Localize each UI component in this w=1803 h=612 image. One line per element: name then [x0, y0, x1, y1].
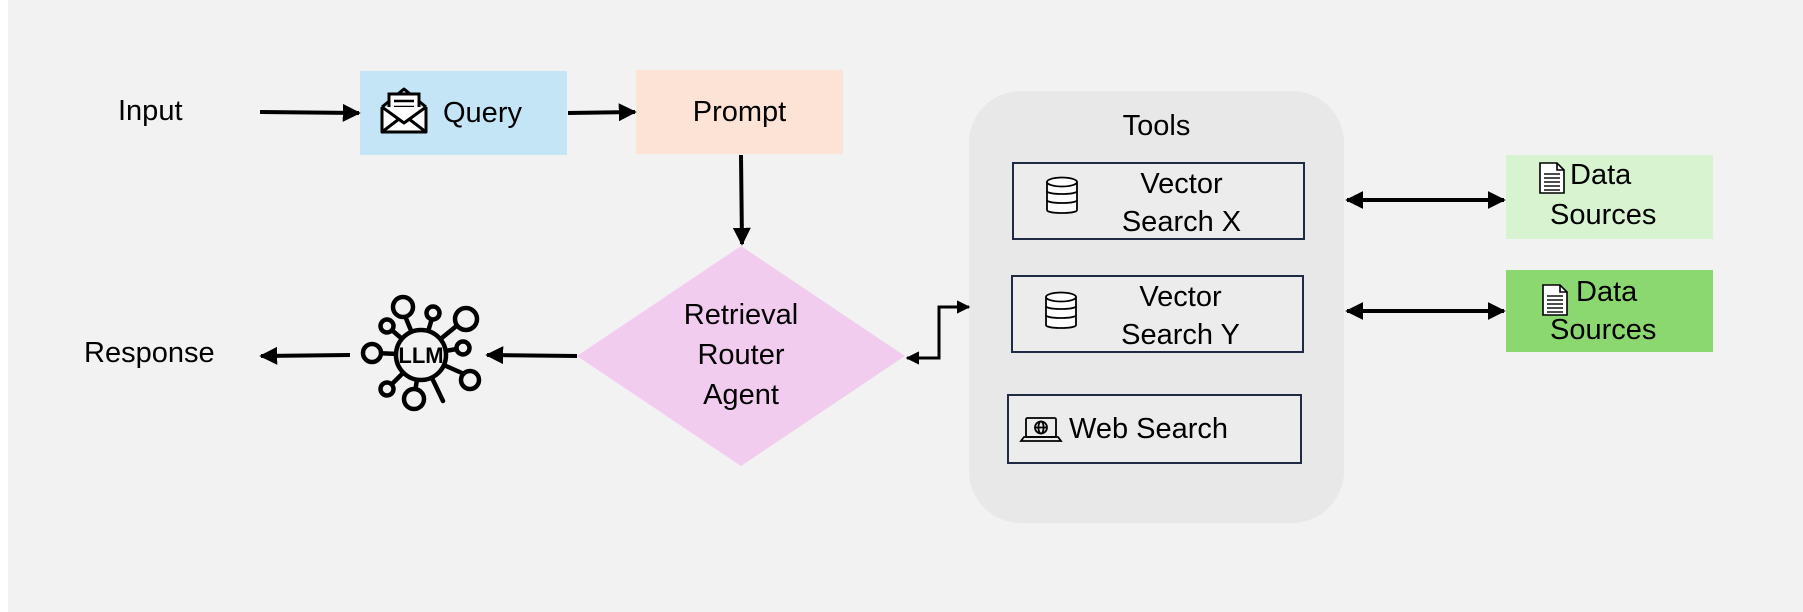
neural-network-icon: LLM — [360, 294, 482, 412]
vector-search-y-label-line1: Vector — [1139, 281, 1222, 313]
tools-title: Tools — [1122, 110, 1191, 142]
database-icon — [1046, 176, 1078, 214]
data-sources-2-label-line1: Data — [1576, 276, 1638, 308]
prompt-label: Prompt — [692, 96, 787, 128]
query-node: Query — [360, 71, 567, 155]
data-sources-1-label-line2: Sources — [1550, 199, 1657, 231]
response-label: Response — [84, 337, 215, 369]
arrow-query-to-prompt — [567, 103, 637, 122]
router-label-line2: Router — [697, 339, 785, 371]
web-search-node: Web Search — [1007, 394, 1302, 464]
document-icon — [1539, 162, 1565, 194]
envelope-letter-icon — [380, 87, 428, 134]
llm-badge-text: LLM — [398, 343, 443, 368]
arrow-router-to-llm — [485, 346, 578, 365]
data-sources-2-label-line2: Sources — [1550, 314, 1657, 346]
vector-search-y-node: Vector Search Y — [1011, 275, 1304, 353]
web-search-label: Web Search — [1069, 413, 1229, 445]
vector-search-x-label-line1: Vector — [1140, 168, 1223, 200]
laptop-globe-icon — [1019, 417, 1063, 442]
data-sources-node-1: Data Sources — [1506, 155, 1713, 239]
vector-search-x-label-line2: Search X — [1121, 206, 1242, 238]
vector-search-x-node: Vector Search X — [1012, 162, 1305, 240]
input-label: Input — [118, 95, 183, 127]
vector-search-y-label-line2: Search Y — [1121, 319, 1240, 351]
document-icon — [1542, 284, 1568, 316]
prompt-node: Prompt — [636, 70, 843, 154]
arrow-input-to-query — [259, 103, 361, 122]
arrow-prompt-to-router — [732, 154, 751, 246]
arrow-llm-to-response — [259, 346, 351, 365]
arrow-router-tools-bidirectional — [905, 300, 971, 365]
router-label-line1: Retrieval — [683, 299, 799, 331]
data-sources-node-2: Data Sources — [1506, 270, 1713, 352]
query-label: Query — [443, 97, 522, 129]
router-label-line3: Agent — [703, 379, 779, 411]
data-sources-1-label-line1: Data — [1570, 159, 1632, 191]
database-icon — [1045, 291, 1077, 329]
